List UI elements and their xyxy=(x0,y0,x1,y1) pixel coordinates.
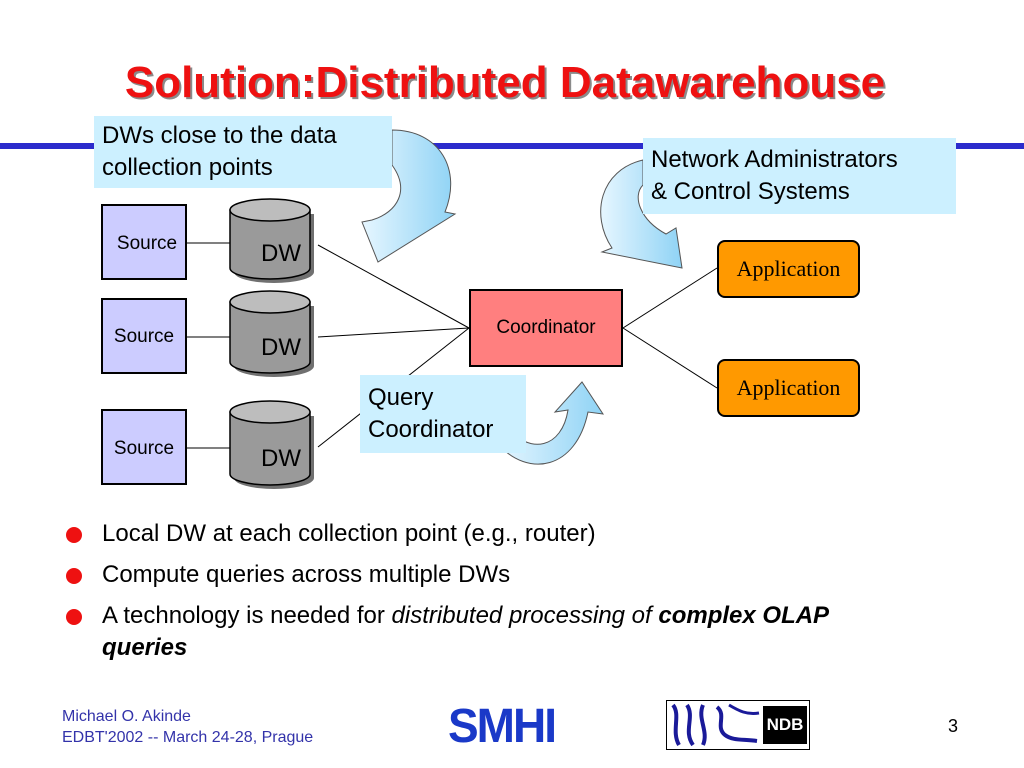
bullet-dot-icon xyxy=(66,609,82,625)
dw-label-3: DW xyxy=(261,445,301,472)
ndb-logo-text: NDB xyxy=(763,706,807,744)
callout-query-line1: Query xyxy=(368,384,434,411)
callout-dw-close: DWs close to the data collection points xyxy=(94,116,392,188)
coordinator-box: Coordinator xyxy=(469,289,623,367)
dw-label-2: DW xyxy=(261,334,301,361)
dw-label-1: DW xyxy=(261,240,301,267)
connector-coordinator-app2 xyxy=(622,327,718,389)
footer: Michael O. Akinde EDBT'2002 -- March 24-… xyxy=(62,706,313,748)
callout-query-line2: Coordinator xyxy=(368,416,494,443)
source-box-1: Source xyxy=(101,204,187,280)
callout-dw-close-line1: DWs close to the data xyxy=(102,122,337,149)
bullet-list: Local DW at each collection point (e.g.,… xyxy=(66,518,916,673)
curved-arrow-network xyxy=(600,159,683,269)
callout-network-line2: & Control Systems xyxy=(651,178,850,205)
page-number: 3 xyxy=(948,716,959,736)
ndb-logo-graphic-icon xyxy=(667,701,763,749)
dw-cylinder-3 xyxy=(229,400,314,489)
bullet-text-3-bold-italic: complex OLAP queries xyxy=(102,602,829,661)
application-box-1: Application xyxy=(717,240,860,298)
bullet-text-2: Compute queries across multiple DWs xyxy=(102,561,511,588)
bullet-dot-icon xyxy=(66,527,82,543)
bullet-dot-icon xyxy=(66,568,82,584)
bullet-item-2: Compute queries across multiple DWs xyxy=(66,559,916,591)
bullet-text-1: Local DW at each collection point (e.g.,… xyxy=(102,520,596,547)
title-rule xyxy=(0,143,1024,149)
dw-cylinder-1 xyxy=(229,198,314,283)
slide-title: Solution:Distributed Datawarehouse xyxy=(124,58,886,107)
source-label-3: Source xyxy=(113,438,175,459)
footer-event: EDBT'2002 -- March 24-28, Prague xyxy=(62,729,314,746)
ndb-logo: NDB xyxy=(666,700,810,750)
callout-network-line1: Network Administrators xyxy=(651,146,898,173)
connector-dw1-coordinator xyxy=(317,244,470,329)
callout-network: Network Administrators & Control Systems xyxy=(643,138,956,214)
callout-dw-close-line2: collection points xyxy=(102,154,273,181)
curved-arrow-dw-close xyxy=(361,129,457,263)
callout-query-coordinator: Query Coordinator xyxy=(360,375,526,453)
source-box-2: Source xyxy=(101,298,187,374)
dw-cylinder-2 xyxy=(229,290,314,377)
source-box-3: Source xyxy=(101,409,187,485)
bullet-item-3: A technology is needed for distributed p… xyxy=(66,600,916,664)
application-box-2: Application xyxy=(717,359,860,417)
connector-dw2-coordinator xyxy=(317,327,470,338)
bullet-item-1: Local DW at each collection point (e.g.,… xyxy=(66,518,916,550)
footer-author: Michael O. Akinde xyxy=(62,708,191,725)
bullet-text-3-italic: distributed processing of xyxy=(391,602,659,629)
source-label-2: Source xyxy=(113,326,175,347)
source-label-1: Source xyxy=(116,233,178,254)
bullet-text-3-plain: A technology is needed for xyxy=(102,602,392,629)
coordinator-label: Coordinator xyxy=(496,317,596,338)
smhi-logo: SMHI xyxy=(448,697,557,753)
connector-coordinator-app1 xyxy=(622,267,718,329)
